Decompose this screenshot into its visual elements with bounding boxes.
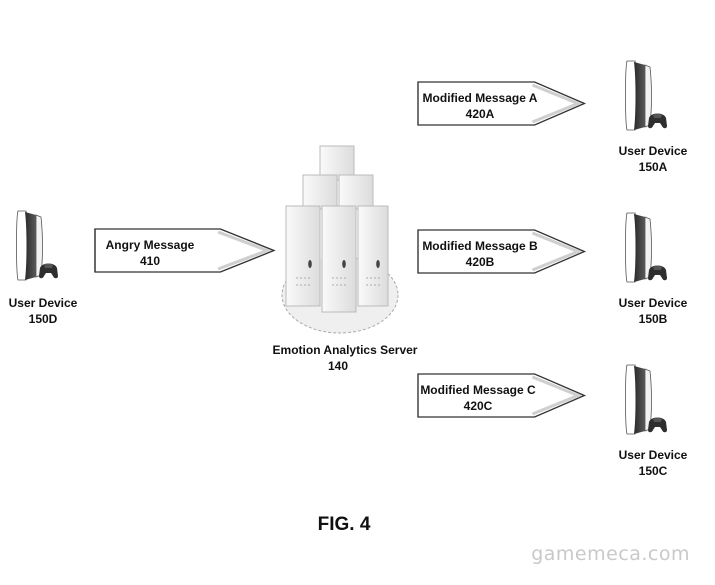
target-device-a-label: User Device bbox=[619, 144, 688, 158]
modified-message-b-arrow: Modified Message B 420B bbox=[416, 228, 587, 275]
modified-message-c-label: Modified Message C bbox=[420, 383, 536, 397]
emotion-analytics-server: Emotion Analytics Server 140 bbox=[273, 145, 418, 373]
server-rack-icon bbox=[285, 145, 389, 313]
source-device-label: User Device bbox=[9, 296, 78, 310]
target-device-a-number: 150A bbox=[639, 160, 668, 174]
source-device-number: 150D bbox=[29, 312, 58, 326]
target-user-device-b: User Device 150B bbox=[619, 212, 688, 326]
game-console-icon bbox=[625, 60, 668, 131]
target-device-b-number: 150B bbox=[639, 312, 668, 326]
target-device-c-number: 150C bbox=[639, 464, 668, 478]
target-user-device-a: User Device 150A bbox=[619, 60, 688, 174]
figure-label: FIG. 4 bbox=[318, 514, 371, 535]
modified-message-b-label: Modified Message B bbox=[422, 239, 538, 253]
angry-message-label: Angry Message bbox=[106, 238, 195, 252]
source-user-device: User Device 150D bbox=[9, 210, 78, 326]
watermark: gamemeca.com bbox=[531, 543, 690, 565]
target-device-b-label: User Device bbox=[619, 296, 688, 310]
target-device-c-label: User Device bbox=[619, 448, 688, 462]
angry-message-number: 410 bbox=[140, 254, 160, 268]
modified-message-c-arrow: Modified Message C 420C bbox=[416, 372, 587, 419]
target-user-device-c: User Device 150C bbox=[619, 364, 688, 478]
angry-message-arrow: Angry Message 410 bbox=[93, 227, 276, 274]
modified-message-c-number: 420C bbox=[464, 399, 493, 413]
game-console-icon bbox=[625, 364, 668, 435]
modified-message-a-arrow: Modified Message A 420A bbox=[416, 80, 587, 127]
modified-message-a-number: 420A bbox=[466, 107, 495, 121]
server-number: 140 bbox=[328, 359, 348, 373]
game-console-icon bbox=[16, 210, 59, 281]
modified-message-a-label: Modified Message A bbox=[423, 91, 538, 105]
game-console-icon bbox=[625, 212, 668, 283]
modified-message-b-number: 420B bbox=[466, 255, 495, 269]
server-label: Emotion Analytics Server bbox=[273, 343, 418, 357]
